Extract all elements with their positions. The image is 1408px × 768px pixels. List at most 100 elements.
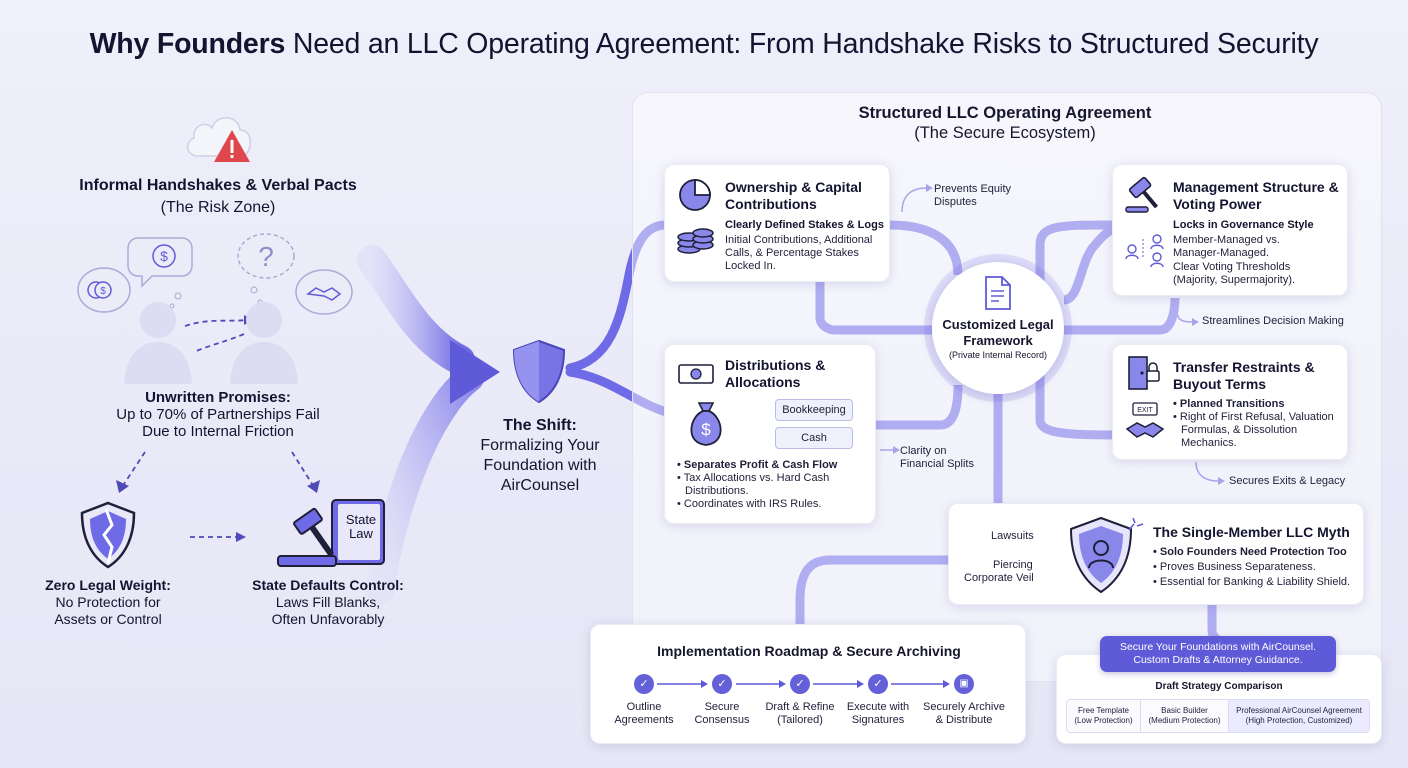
- unwritten-promises-title: Unwritten Promises:: [145, 389, 291, 406]
- distributions-bullets: • Separates Profit & Cash Flow • Tax All…: [677, 459, 873, 511]
- gavel-icon: [277, 499, 385, 567]
- zero-legal-weight-title: Zero Legal Weight:: [45, 577, 171, 593]
- bookkeeping-pill: Bookkeeping: [775, 399, 853, 421]
- svg-text:$: $: [701, 420, 711, 439]
- lawsuits-label: Lawsuits: [991, 530, 1034, 542]
- transfer-bullet-2-cont-1: Formulas, & Dissolution: [1181, 424, 1298, 436]
- question-icon: ?: [237, 233, 295, 279]
- user-icon: [1125, 234, 1164, 268]
- cta-banner[interactable]: Secure Your Foundations with AirCounsel.…: [1100, 636, 1336, 672]
- handshake-icon: EXIT: [1125, 402, 1165, 438]
- distributions-bullet-1: • Separates Profit & Cash Flow: [677, 459, 838, 471]
- shield-icon: [1069, 516, 1133, 594]
- transfer-bullet-2: • Right of First Refusal, Valuation: [1173, 411, 1334, 423]
- cash-icon: [678, 364, 714, 384]
- hub-subtitle: (Private Internal Record): [948, 350, 1048, 360]
- callout-exits: Secures Exits & Legacy: [1229, 475, 1346, 487]
- broken-shield-icon: [80, 501, 136, 569]
- dollar-icon: $: [127, 237, 193, 288]
- spark-icon: [1128, 517, 1144, 531]
- transfer-card: EXIT Transfer Restraints & Buyout Terms …: [1112, 344, 1348, 460]
- step-4-check-icon: ✓: [868, 674, 888, 694]
- callout-decision: Streamlines Decision Making: [1202, 315, 1344, 327]
- step-1-check-icon: ✓: [634, 674, 654, 694]
- management-text-line4: (Majority, Supermajority).: [1173, 274, 1296, 286]
- money-bag-icon: $: [690, 402, 722, 446]
- svg-text:?: ?: [258, 241, 274, 272]
- single-member-bullets: • Solo Founders Need Protection Too • Pr…: [1153, 546, 1363, 589]
- ownership-text-line2: Calls, & Percentage Stakes: [725, 247, 859, 259]
- risk-zone-subtitle: (The Risk Zone): [160, 199, 276, 216]
- ownership-title-line2: Contributions: [725, 196, 817, 212]
- hub-title-line2: Framework: [963, 333, 1033, 348]
- coins-icon: [677, 228, 714, 254]
- distributions-bullet-2-cont: Distributions.: [685, 485, 749, 497]
- archive-icon: ▣: [954, 674, 974, 694]
- single-member-title: The Single-Member LLC Myth: [1153, 524, 1350, 540]
- panel-subtitle: (The Secure Ecosystem): [914, 124, 1096, 142]
- transfer-bullet-1: • Planned Transitions: [1173, 398, 1285, 410]
- cash-pill: Cash: [775, 427, 853, 449]
- pie-chart-icon: [679, 179, 711, 211]
- management-title-line2: Voting Power: [1173, 196, 1262, 212]
- distributions-bullet-2: • Tax Allocations vs. Hard Cash: [677, 472, 830, 484]
- shift-line3: AirCounsel: [500, 477, 580, 494]
- single-bullet-3: • Essential for Banking & Liability Shie…: [1153, 576, 1351, 588]
- svg-text:$: $: [160, 248, 168, 264]
- step-3-check-icon: ✓: [790, 674, 810, 694]
- page-title: Why Founders Need an LLC Operating Agree…: [89, 28, 1319, 60]
- management-text-line3: Clear Voting Thresholds: [1173, 261, 1291, 273]
- cta-line1: Secure Your Foundations with AirCounsel.: [1119, 641, 1317, 653]
- transfer-bullets: • Planned Transitions • Right of First R…: [1173, 398, 1345, 450]
- svg-text:$: $: [100, 286, 106, 297]
- state-law-book-label: State Law: [338, 513, 384, 541]
- distributions-card: $ Distributions & Allocations Bookkeepin…: [664, 344, 876, 524]
- roadmap-card: Implementation Roadmap & Secure Archivin…: [590, 624, 1026, 744]
- single-bullet-1: • Solo Founders Need Protection Too: [1153, 546, 1347, 558]
- shift-line1: Formalizing Your: [480, 437, 600, 454]
- single-member-card: Lawsuits Piercing Corporate Veil The Sin…: [948, 503, 1364, 605]
- single-bullet-2: • Proves Business Separateness.: [1153, 561, 1316, 573]
- callout-equity-line1: Prevents Equity: [934, 183, 1012, 195]
- gavel-icon: [1125, 176, 1159, 213]
- shield-icon: [512, 339, 566, 404]
- hub-title-line1: Customized Legal: [942, 317, 1054, 332]
- handshake-icon: [295, 269, 353, 315]
- risk-zone-title: Informal Handshakes & Verbal Pacts: [79, 177, 357, 194]
- distributions-title-line1: Distributions &: [725, 357, 826, 373]
- management-text-line2: Manager-Managed.: [1173, 247, 1270, 259]
- callout-clarity-line1: Clarity on: [900, 445, 947, 457]
- corporate-veil-label: Corporate Veil: [964, 572, 1034, 584]
- management-sub: Locks in Governance Style: [1173, 219, 1314, 231]
- transfer-title-line2: Buyout Terms: [1173, 376, 1267, 392]
- transfer-title-line1: Transfer Restraints &: [1173, 359, 1315, 375]
- cta-line2: Custom Drafts & Attorney Guidance.: [1133, 654, 1303, 666]
- piercing-label: Piercing: [993, 559, 1033, 571]
- exit-sign-text: EXIT: [1137, 407, 1153, 414]
- unwritten-promises-line2: Due to Internal Friction: [142, 423, 294, 440]
- step-5: Securely Archive& Distribute: [923, 701, 1005, 726]
- ownership-title-line1: Ownership & Capital: [725, 179, 862, 195]
- panel-title: Structured LLC Operating Agreement: [858, 104, 1152, 122]
- state-defaults-line2: Often Unfavorably: [271, 611, 385, 627]
- comparison-title: Draft Strategy Comparison: [1155, 681, 1283, 692]
- ownership-text-line3: Locked In.: [725, 260, 776, 272]
- callout-clarity-line2: Financial Splits: [900, 458, 974, 470]
- locked-door-icon: [1128, 356, 1160, 390]
- book-line1: State: [345, 512, 377, 527]
- ownership-text-line1: Initial Contributions, Additional: [725, 234, 873, 246]
- management-text-line1: Member-Managed vs.: [1173, 234, 1280, 246]
- state-defaults-line1: Laws Fill Blanks,: [275, 594, 381, 610]
- ownership-sub: Clearly Defined Stakes & Logs: [725, 219, 884, 231]
- zero-legal-weight-line2: Assets or Control: [54, 611, 162, 627]
- comparison-col-free: Free Template(Low Protection): [1067, 700, 1141, 732]
- shift-title: The Shift:: [503, 417, 577, 434]
- management-card: Management Structure & Voting Power Lock…: [1112, 164, 1348, 296]
- comparison-col-basic: Basic Builder(Medium Protection): [1141, 700, 1229, 732]
- callout-equity-line2: Disputes: [934, 196, 977, 208]
- management-title-line1: Management Structure &: [1173, 179, 1339, 195]
- roadmap-arrows: [657, 680, 950, 688]
